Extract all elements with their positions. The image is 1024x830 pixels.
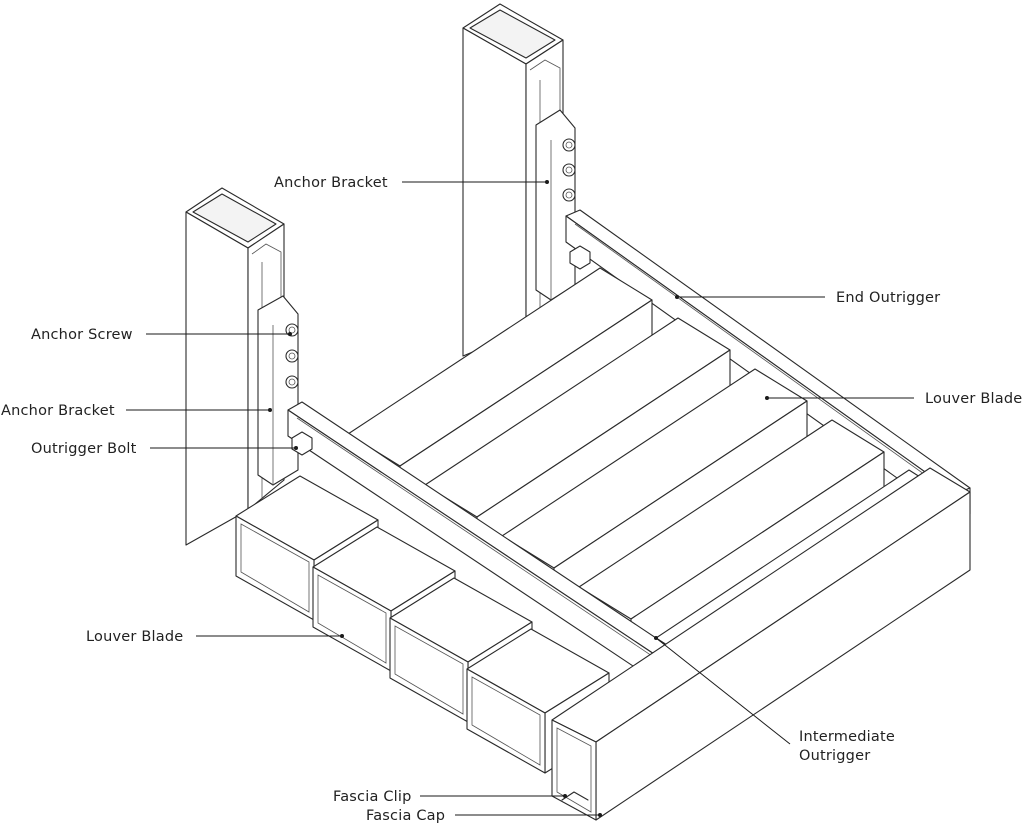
label-outrigger-bolt: Outrigger Bolt — [31, 441, 137, 457]
label-intermediate-outrigger-1: Intermediate — [799, 729, 895, 745]
label-intermediate-outrigger-2: Outrigger — [799, 748, 870, 764]
label-louver-blade-left: Louver Blade — [86, 629, 183, 645]
label-anchor-bracket-top: Anchor Bracket — [274, 175, 388, 191]
label-fascia-cap: Fascia Cap — [366, 808, 445, 824]
anchor-screws-front — [285, 323, 299, 389]
back-post — [462, 3, 576, 357]
label-anchor-bracket-left: Anchor Bracket — [1, 403, 115, 419]
leader-lines — [126, 180, 914, 817]
label-end-outrigger: End Outrigger — [836, 290, 940, 306]
front-post — [185, 187, 299, 546]
fascia-beam — [551, 467, 971, 821]
outrigger-bolt-back — [569, 245, 591, 270]
label-louver-blade-right: Louver Blade — [925, 391, 1022, 407]
label-fascia-clip: Fascia Clip — [333, 789, 412, 805]
anchor-screws-back — [562, 138, 576, 202]
label-anchor-screw: Anchor Screw — [31, 327, 133, 343]
